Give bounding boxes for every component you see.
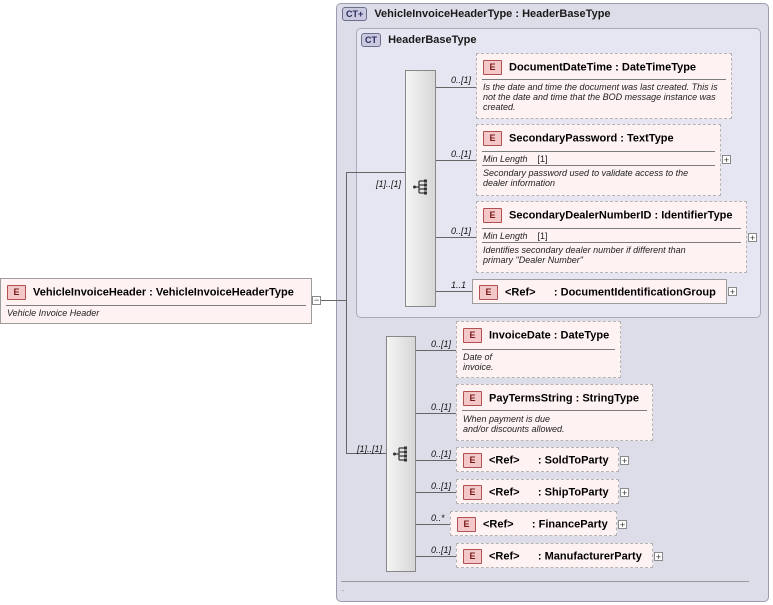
multiplicity-label: 0..[1] xyxy=(431,449,452,459)
element-label: <Ref> : FinanceParty xyxy=(483,518,608,531)
element-icon: E xyxy=(483,208,502,223)
element-doc: Secondary password used to validate acce… xyxy=(483,168,689,188)
sequence-multiplicity: [1]..[1] xyxy=(376,179,402,189)
element-secondary-password[interactable]: E SecondaryPassword : TextType Min Length… xyxy=(476,124,721,196)
expand-toggle[interactable]: + xyxy=(728,287,737,297)
attributes-separator xyxy=(341,581,749,582)
element-label: <Ref> : SoldToParty xyxy=(489,454,609,467)
sequence-multiplicity: [1]..[1] xyxy=(357,444,383,454)
sequence-icon xyxy=(393,446,409,465)
element-icon: E xyxy=(457,517,476,532)
root-element-label: VehicleInvoiceHeader : VehicleInvoiceHea… xyxy=(33,286,294,299)
element-header: E SecondaryDealerNumberID : IdentifierTyp… xyxy=(483,208,733,223)
element-label: <Ref> : ShipToParty xyxy=(489,486,609,499)
element-ref-finance-party[interactable]: E <Ref> : FinanceParty xyxy=(450,511,617,536)
expand-toggle[interactable]: + xyxy=(722,155,731,165)
base-type-header: CT HeaderBaseType xyxy=(361,33,477,47)
element-icon: E xyxy=(463,391,482,406)
element-icon: E xyxy=(463,328,482,343)
element-label: InvoiceDate : DateType xyxy=(489,329,610,342)
element-secondary-dealer-number-id[interactable]: E SecondaryDealerNumberID : IdentifierTyp… xyxy=(476,201,747,273)
multiplicity-label: 1..1 xyxy=(451,280,467,290)
attributes-marker: . xyxy=(342,586,344,593)
element-icon: E xyxy=(463,485,482,500)
multiplicity-label: 0..[1] xyxy=(431,481,452,491)
expand-toggle[interactable]: + xyxy=(620,456,629,466)
element-icon: E xyxy=(483,131,502,146)
element-label: <Ref> : DocumentIdentificationGroup xyxy=(505,286,716,299)
element-header: E PayTermsString : StringType xyxy=(463,391,639,406)
complex-type-header: CT+ VehicleInvoiceHeaderType : HeaderBas… xyxy=(342,7,611,21)
element-label: PayTermsString : StringType xyxy=(489,392,639,405)
element-label: DocumentDateTime : DateTimeType xyxy=(509,61,697,74)
element-icon: E xyxy=(463,549,482,564)
complex-type-icon: CT xyxy=(361,33,381,47)
element-label: SecondaryPassword : TextType xyxy=(509,132,674,145)
element-icon: E xyxy=(463,453,482,468)
sequence-icon xyxy=(413,179,429,198)
element-pay-terms-string[interactable]: E PayTermsString : StringType When paymen… xyxy=(456,384,653,441)
element-header: E <Ref> : ShipToParty xyxy=(463,485,609,500)
multiplicity-label: 0..[1] xyxy=(451,75,472,85)
expand-toggle[interactable]: + xyxy=(618,520,627,530)
element-icon: E xyxy=(483,60,502,75)
root-element-doc: Vehicle Invoice Header xyxy=(7,308,100,318)
multiplicity-label: 0..[1] xyxy=(431,545,452,555)
multiplicity-label: 0..[1] xyxy=(431,339,452,349)
facet-min-length: Min Length[1] xyxy=(483,154,548,164)
element-header: E <Ref> : DocumentIdentificationGroup xyxy=(479,285,716,300)
element-ref-document-identification-group[interactable]: E <Ref> : DocumentIdentificationGroup xyxy=(472,279,727,304)
element-label: <Ref> : ManufacturerParty xyxy=(489,550,642,563)
element-ref-sold-to-party[interactable]: E <Ref> : SoldToParty xyxy=(456,447,619,472)
root-element[interactable]: E VehicleInvoiceHeader : VehicleInvoiceHe… xyxy=(0,278,312,324)
element-doc: Is the date and time the document was la… xyxy=(483,82,718,112)
multiplicity-label: 0..[1] xyxy=(451,149,472,159)
expand-toggle[interactable]: + xyxy=(620,488,629,498)
sequence-compositor[interactable] xyxy=(386,336,416,572)
complex-type-icon: CT+ xyxy=(342,7,368,21)
element-header: E SecondaryPassword : TextType xyxy=(483,131,674,146)
element-doc: When payment is due and/or discounts all… xyxy=(463,414,565,434)
multiplicity-label: 0..* xyxy=(431,513,445,523)
expand-toggle[interactable]: + xyxy=(748,233,757,243)
element-label: SecondaryDealerNumberID : IdentifierType xyxy=(509,209,733,222)
element-invoice-date[interactable]: E InvoiceDate : DateType Date of invoice. xyxy=(456,321,621,378)
root-element-header: E VehicleInvoiceHeader : VehicleInvoiceHe… xyxy=(7,285,294,300)
element-ref-manufacturer-party[interactable]: E <Ref> : ManufacturerParty xyxy=(456,543,653,568)
complex-type-title: VehicleInvoiceHeaderType : HeaderBaseTyp… xyxy=(374,8,611,20)
element-document-date-time[interactable]: E DocumentDateTime : DateTimeType Is the … xyxy=(476,53,732,119)
element-header: E <Ref> : FinanceParty xyxy=(457,517,608,532)
element-header: E <Ref> : SoldToParty xyxy=(463,453,609,468)
element-header: E InvoiceDate : DateType xyxy=(463,328,609,343)
expand-toggle[interactable]: + xyxy=(654,552,663,562)
facet-min-length: Min Length[1] xyxy=(483,231,548,241)
collapse-toggle[interactable]: − xyxy=(312,295,321,305)
element-ref-ship-to-party[interactable]: E <Ref> : ShipToParty xyxy=(456,479,619,504)
element-icon: E xyxy=(479,285,498,300)
base-type-title: HeaderBaseType xyxy=(388,34,477,46)
multiplicity-label: 0..[1] xyxy=(431,402,452,412)
element-header: E <Ref> : ManufacturerParty xyxy=(463,549,642,564)
element-doc: Date of invoice. xyxy=(463,352,494,372)
element-header: E DocumentDateTime : DateTimeType xyxy=(483,60,696,75)
multiplicity-label: 0..[1] xyxy=(451,226,472,236)
element-doc: Identifies secondary dealer number if di… xyxy=(483,245,686,265)
element-icon: E xyxy=(7,285,26,300)
